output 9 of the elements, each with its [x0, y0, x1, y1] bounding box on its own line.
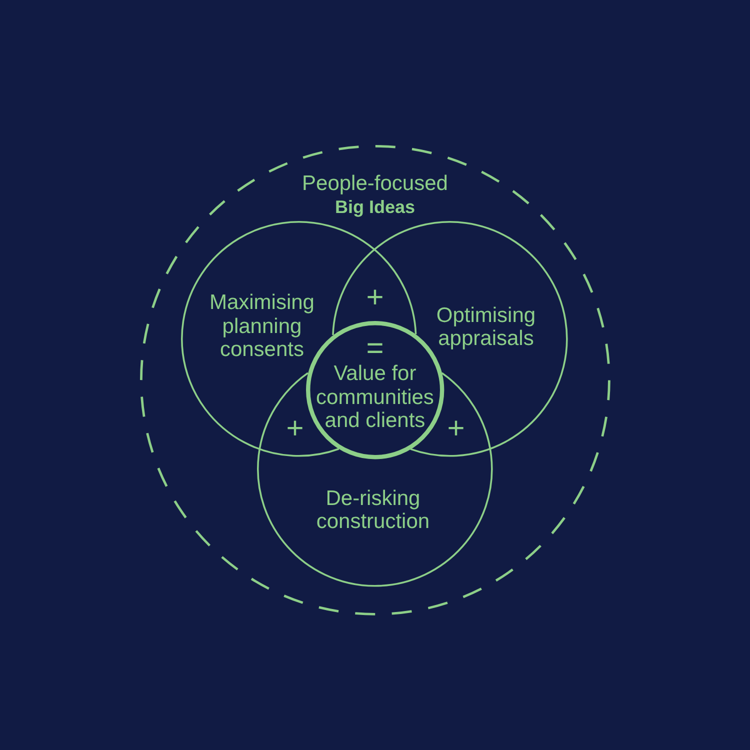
plus-sign: +: [366, 280, 384, 314]
heading-text: People-focused: [301, 172, 448, 196]
circle-label: Maximising planning consents: [208, 291, 316, 361]
circle-label: Optimising appraisals: [435, 304, 536, 350]
circle-label: De-risking construction: [315, 486, 430, 534]
heading-text: Big Ideas: [334, 198, 416, 218]
dashed-circle: [140, 144, 610, 616]
plus-sign: +: [446, 412, 466, 444]
plus-sign: +: [286, 412, 304, 444]
